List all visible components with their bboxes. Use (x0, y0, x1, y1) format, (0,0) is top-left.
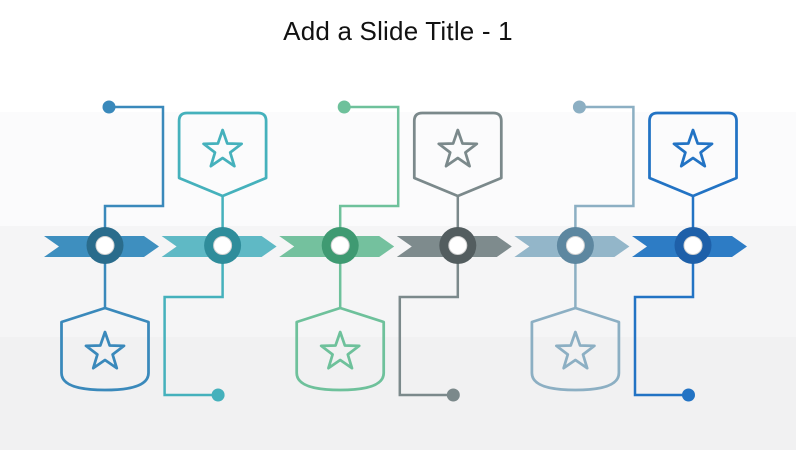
connector-dot-4 (446, 388, 460, 402)
slide-title[interactable]: Add a Slide Title - 1 (283, 16, 513, 46)
milestone-node-3 (330, 236, 350, 255)
milestone-node-2 (213, 236, 233, 255)
connector-dot-5 (572, 100, 586, 114)
connector-line-3 (338, 105, 400, 246)
star-icon (555, 330, 596, 370)
connector-dot-3 (337, 100, 351, 114)
badge-3 (295, 306, 386, 392)
connector-line-6 (633, 245, 695, 397)
badge-1 (60, 306, 150, 392)
star-icon (202, 128, 243, 168)
background-band-4 (0, 337, 796, 450)
connector-line-4 (398, 245, 460, 397)
milestone-node-6 (683, 236, 703, 255)
badge-5 (530, 306, 621, 392)
connector-line-1 (103, 105, 165, 246)
connector-dot-2 (211, 388, 225, 402)
star-icon (319, 330, 361, 370)
badge-6 (648, 111, 738, 198)
milestone-node-5 (565, 236, 585, 255)
badge-4 (412, 111, 503, 198)
milestone-node-4 (448, 236, 468, 255)
connector-dot-1 (102, 100, 116, 114)
milestone-node-1 (95, 236, 115, 255)
star-icon (437, 128, 479, 168)
background-band-1 (0, 0, 796, 112)
star-icon (672, 128, 714, 168)
badge-2 (177, 111, 268, 198)
connector-line-2 (163, 245, 224, 397)
connector-line-5 (574, 105, 635, 246)
star-icon (84, 330, 126, 370)
connector-dot-6 (682, 388, 695, 402)
